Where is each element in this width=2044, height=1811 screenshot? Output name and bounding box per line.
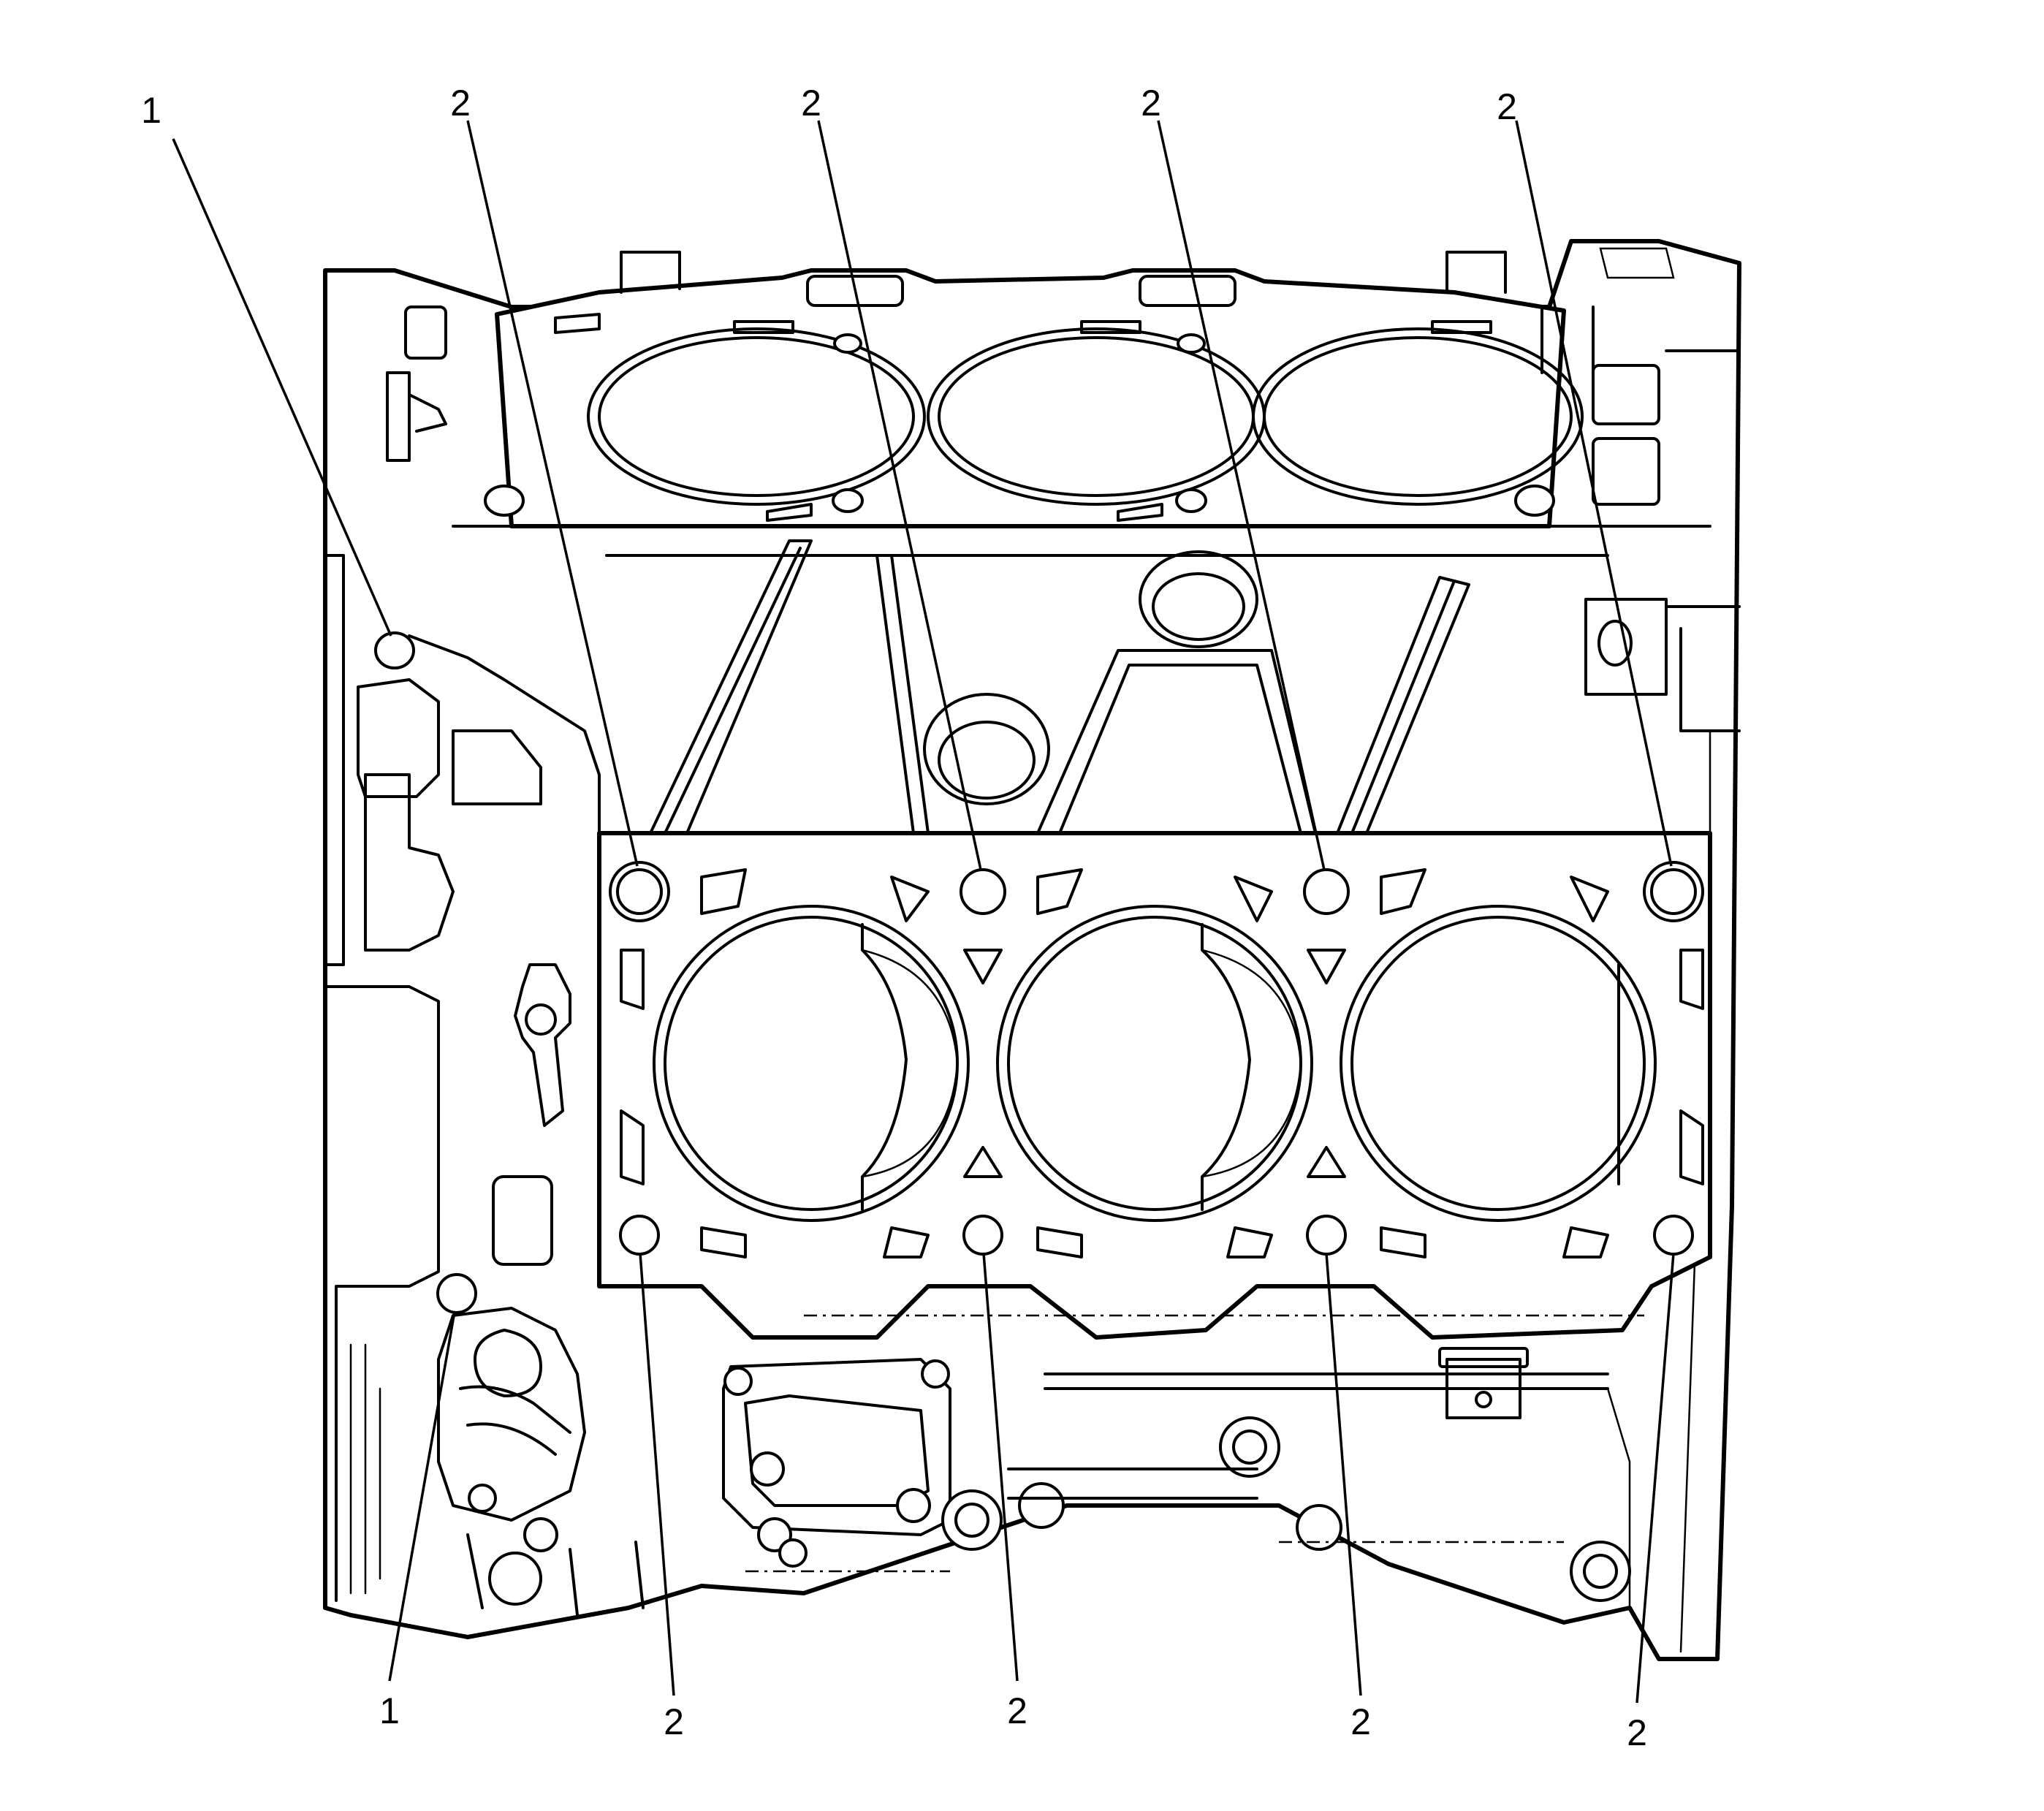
callout-2-top-d: 2 — [1497, 86, 1517, 127]
leader-2-a — [466, 120, 639, 867]
leader-2-e — [639, 1253, 675, 1696]
leader-1-bottom — [388, 1311, 456, 1682]
block-valley — [357, 247, 1711, 835]
upper-head-gasket — [484, 251, 1584, 528]
callout-2-bottom-d: 2 — [1627, 1712, 1647, 1753]
callout-2-top-a: 2 — [450, 83, 471, 124]
leader-2-b — [817, 120, 982, 870]
callout-2-bottom-a: 2 — [664, 1701, 684, 1742]
callout-2-top-c: 2 — [1141, 83, 1161, 124]
leader-2-g — [1325, 1253, 1362, 1696]
callout-1-top: 1 — [141, 90, 162, 131]
lower-head-gasket — [597, 831, 1712, 1340]
callout-2-bottom-b: 2 — [1007, 1690, 1027, 1731]
callout-2-top-b: 2 — [801, 83, 821, 124]
leader-2-d — [1515, 120, 1673, 867]
callout-labels: 1 2 2 2 2 1 2 2 2 2 — [141, 83, 1647, 1753]
lower-crankcase — [437, 1307, 1644, 1617]
leader-1-top — [172, 138, 392, 637]
callout-2-bottom-c: 2 — [1350, 1701, 1371, 1742]
leader-2-c — [1157, 120, 1326, 870]
callout-1-bottom: 1 — [379, 1690, 400, 1731]
left-side-features — [364, 773, 571, 1314]
leader-lines — [172, 120, 1675, 1704]
leader-2-f — [982, 1253, 1019, 1682]
leader-2-h — [1635, 1253, 1675, 1704]
